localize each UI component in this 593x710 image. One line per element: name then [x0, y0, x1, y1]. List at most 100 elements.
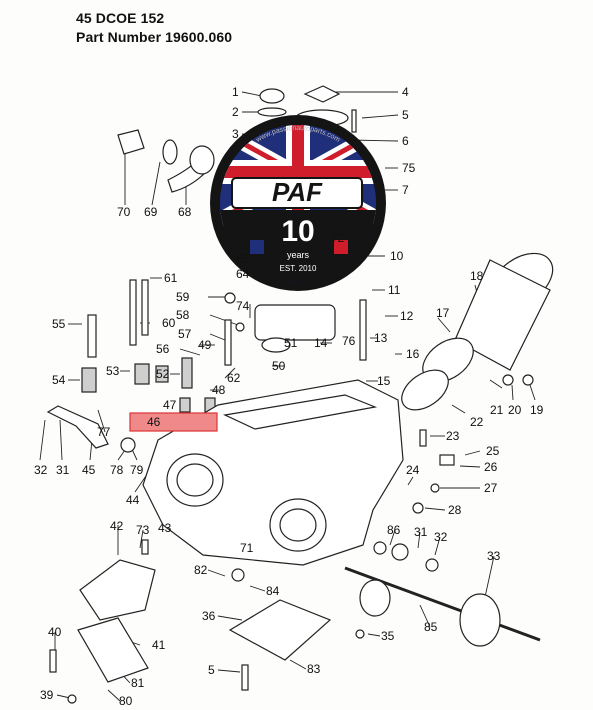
callout-3: 3	[232, 127, 239, 141]
plate-screw-part	[49, 649, 57, 673]
callout-39: 39	[40, 688, 54, 702]
fuel-washer-part	[162, 139, 178, 165]
left-venturi-part	[176, 463, 214, 497]
air-horn-body-part	[454, 259, 551, 371]
callout-5: 5	[402, 108, 409, 122]
callout-49: 49	[198, 338, 212, 352]
gasket-ring-part	[257, 107, 287, 117]
callout-56: 56	[156, 342, 170, 356]
callout-43: 43	[158, 521, 172, 535]
bleed-screw-part	[439, 454, 455, 466]
rod2-part	[141, 279, 149, 336]
bottom-screw-part	[241, 664, 249, 691]
callout-10: 10	[390, 249, 404, 263]
callout-76: 76	[342, 334, 356, 348]
float-pin-part	[359, 299, 367, 361]
callout-13: 13	[374, 331, 388, 345]
logo-anniversary-number: 10	[281, 215, 314, 248]
callout-51: 51	[284, 336, 298, 350]
callout-32-left: 32	[34, 463, 48, 477]
callout-28: 28	[448, 503, 462, 517]
callout-62: 62	[227, 371, 241, 385]
grommet-part	[502, 374, 514, 386]
callout-26: 26	[484, 460, 498, 474]
callout-18: 18	[470, 269, 484, 283]
callout-16: 16	[406, 347, 420, 361]
callout-58: 58	[176, 308, 190, 322]
butterfly-right-part	[459, 593, 501, 647]
callout-77: 77	[97, 425, 111, 439]
progression-lever-part	[79, 559, 156, 621]
callout-24: 24	[406, 463, 420, 477]
paf-logo: PAF 10 years EST. 2010 www.passionautopa…	[210, 115, 386, 291]
callout-81: 81	[131, 676, 145, 690]
callout-1: 1	[232, 85, 239, 99]
red-arrow	[334, 240, 348, 254]
callout-14: 14	[314, 336, 328, 350]
callout-36: 36	[202, 609, 216, 623]
callout-46: 46	[147, 415, 161, 429]
callout-12: 12	[400, 309, 414, 323]
callout-82: 82	[194, 563, 208, 577]
callout-33: 33	[487, 549, 501, 563]
small-ring-part	[235, 322, 245, 332]
emulsion-part	[134, 363, 150, 385]
float-cover-part	[254, 304, 336, 341]
callout-70: 70	[117, 205, 131, 219]
paf-wordmark-plate	[231, 177, 363, 209]
callout-6: 6	[402, 134, 409, 148]
screw-right-part	[430, 483, 440, 493]
return-spring-part	[231, 568, 245, 582]
small-screw-part	[355, 629, 365, 639]
butterfly-left-part	[359, 579, 391, 617]
cap-nut-part	[259, 88, 285, 104]
callout-73: 73	[136, 523, 150, 537]
callout-32-right: 32	[434, 530, 448, 544]
callout-64: 64	[236, 267, 250, 281]
callout-31-right: 31	[414, 525, 428, 539]
bearing-part	[120, 437, 136, 453]
callout-44: 44	[126, 493, 140, 507]
callout-74: 74	[236, 299, 250, 313]
plate-screw-head-part	[67, 694, 77, 704]
callout-31-left: 31	[56, 463, 70, 477]
callout-75: 75	[402, 161, 416, 175]
callout-54: 54	[52, 373, 66, 387]
callout-69: 69	[144, 205, 158, 219]
lever-part	[46, 405, 109, 449]
trumpet-ring-part	[401, 369, 449, 411]
gasket-plate-part	[77, 617, 149, 683]
callout-50: 50	[272, 359, 286, 373]
nut2-part	[425, 558, 439, 572]
callout-27: 27	[484, 481, 498, 495]
fuel-union-part	[117, 129, 145, 155]
callout-86: 86	[387, 523, 401, 537]
highlight-box	[129, 412, 218, 432]
callout-48: 48	[212, 383, 226, 397]
logo-established: EST. 2010	[280, 264, 317, 273]
callout-84: 84	[266, 584, 280, 598]
bottom-cover-part	[228, 599, 332, 661]
spring-right-part	[419, 429, 427, 447]
spring-part	[87, 314, 97, 358]
callout-65: 65	[236, 252, 250, 266]
small-jet-part	[179, 397, 191, 413]
callout-40: 40	[48, 625, 62, 639]
small-nut-part	[224, 292, 236, 304]
callout-4: 4	[402, 85, 409, 99]
callout-22: 22	[470, 415, 484, 429]
logo-brand: PAF	[272, 177, 323, 207]
callout-45: 45	[82, 463, 96, 477]
callout-71: 71	[240, 541, 254, 555]
callout-19: 19	[530, 403, 544, 417]
screw-part	[181, 357, 193, 389]
jet-holder-part	[81, 367, 97, 393]
float-part	[261, 337, 291, 353]
callout-78: 78	[110, 463, 124, 477]
diagram-title: 45 DCOE 152	[76, 10, 165, 26]
callout-15: 15	[377, 374, 391, 388]
callout-11: 11	[388, 283, 401, 297]
top-nut-part	[303, 85, 341, 103]
callout-labels: 1 2 3 4 5 6 75 7 70 69 68 72 10 65 64 61…	[34, 85, 544, 708]
cover-screw-part	[351, 109, 357, 133]
